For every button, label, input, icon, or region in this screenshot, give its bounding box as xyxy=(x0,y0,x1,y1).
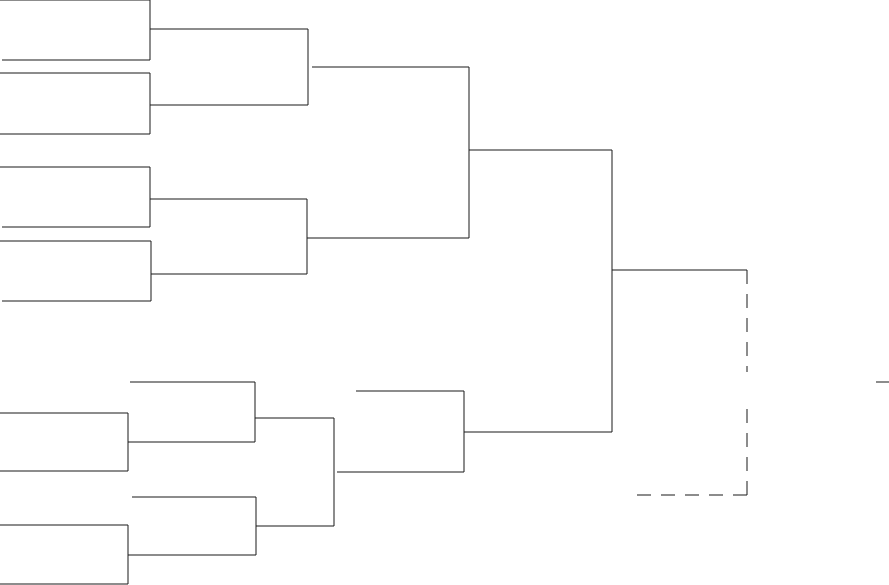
champion[interactable] xyxy=(612,269,748,372)
winner-slot-3-4[interactable] xyxy=(150,198,308,275)
entry-slot-3[interactable] xyxy=(0,166,151,228)
third-place-branch[interactable] xyxy=(637,409,748,496)
entry-slot-5[interactable] xyxy=(0,412,129,472)
bottom-second-round xyxy=(128,381,257,556)
winner-slot-1-2[interactable] xyxy=(150,28,309,106)
entry-slot-4[interactable] xyxy=(0,240,152,302)
bye-slot-2[interactable] xyxy=(128,496,257,556)
entry-slot-1[interactable] xyxy=(0,0,151,61)
final-round[interactable] xyxy=(464,149,613,433)
bottom-half-winner[interactable] xyxy=(337,390,465,473)
bottom-quarter-winner[interactable] xyxy=(255,417,335,527)
bye-slot-1[interactable] xyxy=(128,381,256,443)
top-second-round xyxy=(150,28,309,275)
top-first-round xyxy=(0,0,152,302)
bottom-first-round xyxy=(0,412,129,585)
entry-slot-2[interactable] xyxy=(0,72,151,135)
entry-slot-6[interactable] xyxy=(0,524,129,585)
top-half-winner[interactable] xyxy=(307,66,470,239)
